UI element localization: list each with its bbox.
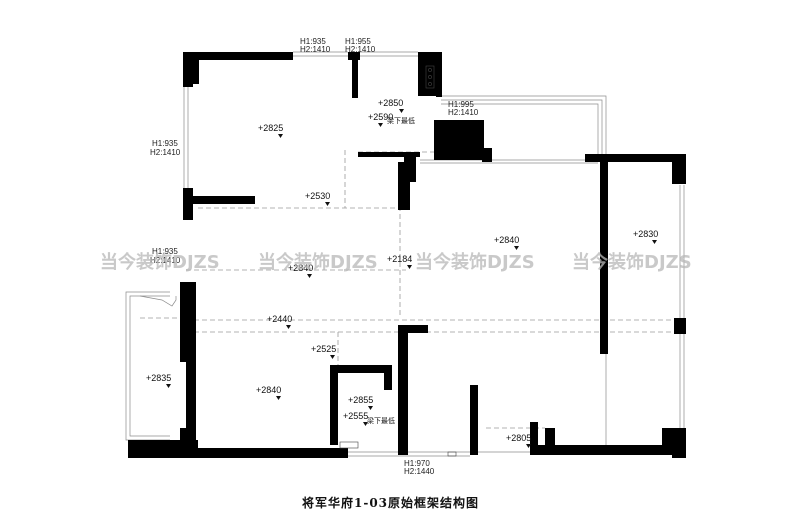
height-marker [325, 202, 330, 206]
window-label-h2: H2:1410 [150, 148, 181, 157]
height-label: +2850 [378, 98, 403, 108]
window-height-labels: H1:935 H2:1410 H1:955 H2:1410 H1:995 H2:… [150, 37, 479, 476]
height-label: +2835 [146, 373, 171, 383]
height-label: +2530 [305, 191, 330, 201]
height-marker [330, 355, 335, 359]
window-label-h2: H2:1410 [345, 45, 376, 54]
height-marker [407, 265, 412, 269]
beam-lines [140, 150, 680, 429]
height-marker [652, 240, 657, 244]
window-label-h2: H2:1440 [404, 467, 435, 476]
height-marker [307, 274, 312, 278]
ceiling-heights: +2825 +2850 +2590 +2530 +2840 +2830 +284… [146, 98, 658, 448]
watermark-text: 当今装饰DJZS [572, 251, 692, 273]
watermark-text: 当今装饰DJZS [415, 251, 535, 273]
appliance-marks [339, 65, 457, 457]
height-marker [526, 444, 531, 448]
height-label: +2440 [267, 314, 292, 324]
window-label-h1: H1:935 [152, 247, 178, 256]
window-label-h1: H1:955 [345, 37, 371, 46]
height-label: +2825 [258, 123, 283, 133]
height-label: +2840 [256, 385, 281, 395]
beam-note: 梁下最低 [387, 116, 415, 125]
height-label: +2805 [506, 433, 531, 443]
beam-note: 梁下最低 [367, 416, 395, 425]
height-marker [378, 123, 383, 127]
height-marker [166, 384, 171, 388]
window-label-h2: H2:1410 [448, 108, 479, 117]
window-label-h1: H1:935 [152, 139, 178, 148]
height-label: +2840 [288, 263, 313, 273]
height-label: +2830 [633, 229, 658, 239]
window-label-h2: H2:1410 [150, 256, 181, 265]
height-marker [276, 396, 281, 400]
height-label: +2555 [343, 411, 368, 421]
height-label: +2590 [368, 112, 393, 122]
height-label: +2525 [311, 344, 336, 354]
window-label-h1: H1:970 [404, 459, 430, 468]
watermark-text: 当今装饰DJZS [258, 251, 378, 273]
watermarks: 当今装饰DJZS 当今装饰DJZS 当今装饰DJZS 当今装饰DJZS [100, 251, 692, 273]
window-label-h1: H1:935 [300, 37, 326, 46]
height-marker [514, 246, 519, 250]
height-marker [286, 325, 291, 329]
height-marker [278, 134, 283, 138]
watermark-text: 当今装饰DJZS [100, 251, 220, 273]
height-label: +2840 [494, 235, 519, 245]
walls [128, 52, 686, 458]
drawing-title: 将军华府1-03原始框架结构图 [302, 495, 479, 510]
window-label-h1: H1:995 [448, 100, 474, 109]
height-marker [363, 422, 368, 426]
window-label-h2: H2:1410 [300, 45, 331, 54]
height-marker [399, 109, 404, 113]
height-label: +2855 [348, 395, 373, 405]
height-label: +2184 [387, 254, 412, 264]
height-marker [368, 406, 373, 410]
